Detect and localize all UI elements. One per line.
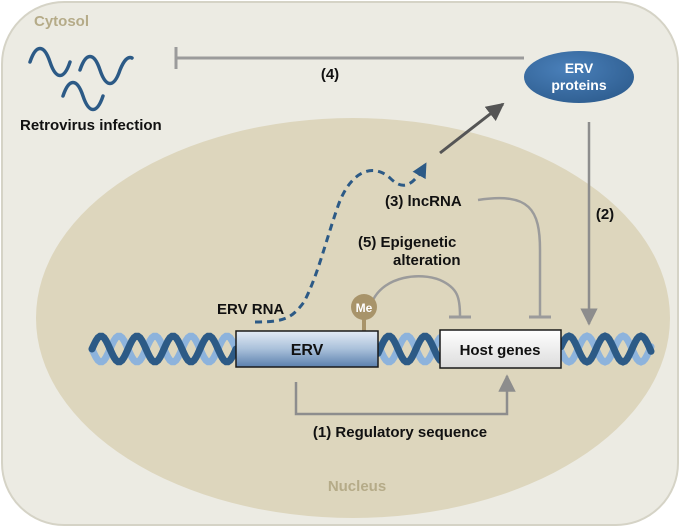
- erv-proteins-label-line1: ERV: [565, 60, 594, 76]
- dna-strand: [374, 332, 444, 366]
- nucleus-label: Nucleus: [328, 478, 386, 495]
- retrovirus-infection-label: Retrovirus infection: [20, 117, 162, 134]
- erv-rna-transcript: [254, 162, 427, 324]
- step1-label: (1) Regulatory sequence: [313, 424, 487, 441]
- nucleus-compartment: [36, 118, 670, 518]
- host-genes-label: Host genes: [460, 342, 541, 359]
- erv-element-label: ERV: [291, 342, 324, 359]
- erv-proteins-label-line2: proteins: [551, 77, 606, 93]
- cytosol-label: Cytosol: [34, 13, 89, 30]
- erv-proteins-oval: [524, 51, 634, 103]
- step3-label: (3) lncRNA: [385, 193, 462, 210]
- step5-epigenetic-line: [371, 275, 462, 317]
- dna-strand: [88, 332, 240, 366]
- dna-double-helix: [88, 332, 655, 366]
- host-genes-box: [439, 329, 562, 369]
- translation-arrow: [439, 102, 505, 155]
- step1-regulatory-arrow: [294, 374, 516, 416]
- step5-label-line2: alteration: [393, 252, 461, 269]
- methyl-label: Me: [356, 301, 373, 315]
- erv-element-box: [235, 330, 379, 368]
- dna-strand: [557, 332, 655, 366]
- dna-strand: [374, 332, 444, 366]
- retrovirus-rna-icon: [28, 46, 134, 112]
- erv-rna-label: ERV RNA: [217, 301, 284, 318]
- dna-strand: [557, 332, 655, 366]
- step4-label: (4): [321, 66, 339, 83]
- step3-lncrna-line: [477, 196, 542, 316]
- step5-label-line1: (5) Epigenetic: [358, 234, 456, 251]
- step2-label: (2): [596, 206, 614, 223]
